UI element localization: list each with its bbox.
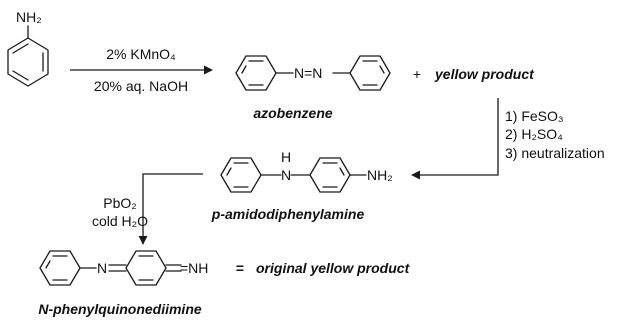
imine-nh-label: =NH: [180, 260, 208, 276]
reagent-pbo2: PbO₂: [103, 195, 136, 211]
reagent-step-3: 3) neutralization: [505, 145, 605, 161]
plus-sign: +: [413, 66, 421, 82]
quinonediimine-structure: N =NH: [39, 250, 208, 286]
aniline-nh2-label: NH₂: [16, 9, 42, 25]
original-yellow-product-label: original yellow product: [256, 260, 411, 276]
reaction-arrow-3: PbO₂ cold H₂O: [92, 173, 203, 245]
yellow-product-label: yellow product: [434, 66, 535, 82]
azobenzene-caption: azobenzene: [253, 105, 333, 121]
aniline-structure: NH₂: [7, 9, 49, 87]
azo-group-label: N=N: [294, 65, 322, 81]
reagent-naoh: 20% aq. NaOH: [94, 78, 188, 94]
equals-sign: =: [236, 260, 244, 276]
amine-h-label: H: [281, 149, 291, 165]
reagent-step-2: 2) H₂SO₄: [505, 126, 563, 142]
amine-nh2-label: NH₂: [367, 167, 393, 183]
reaction-arrow-2: 1) FeSO₃ 2) H₂SO₄ 3) neutralization: [411, 98, 605, 180]
reaction-arrow-1: 2% KMnO₄ 20% aq. NaOH: [70, 46, 213, 94]
reagent-cold-water: cold H₂O: [92, 213, 148, 229]
amine-n-label: N: [281, 167, 291, 183]
amidodiphenylamine-structure: N H NH₂: [220, 149, 393, 193]
reagent-kmno4: 2% KMnO₄: [106, 46, 176, 62]
amidodiphenylamine-caption: p-amidodiphenylamine: [211, 206, 365, 222]
azobenzene-structure: N=N: [235, 55, 391, 91]
reagent-step-1: 1) FeSO₃: [505, 108, 564, 124]
quinonediimine-caption: N-phenylquinonediimine: [38, 301, 202, 317]
imine-n-label: N: [97, 260, 107, 276]
